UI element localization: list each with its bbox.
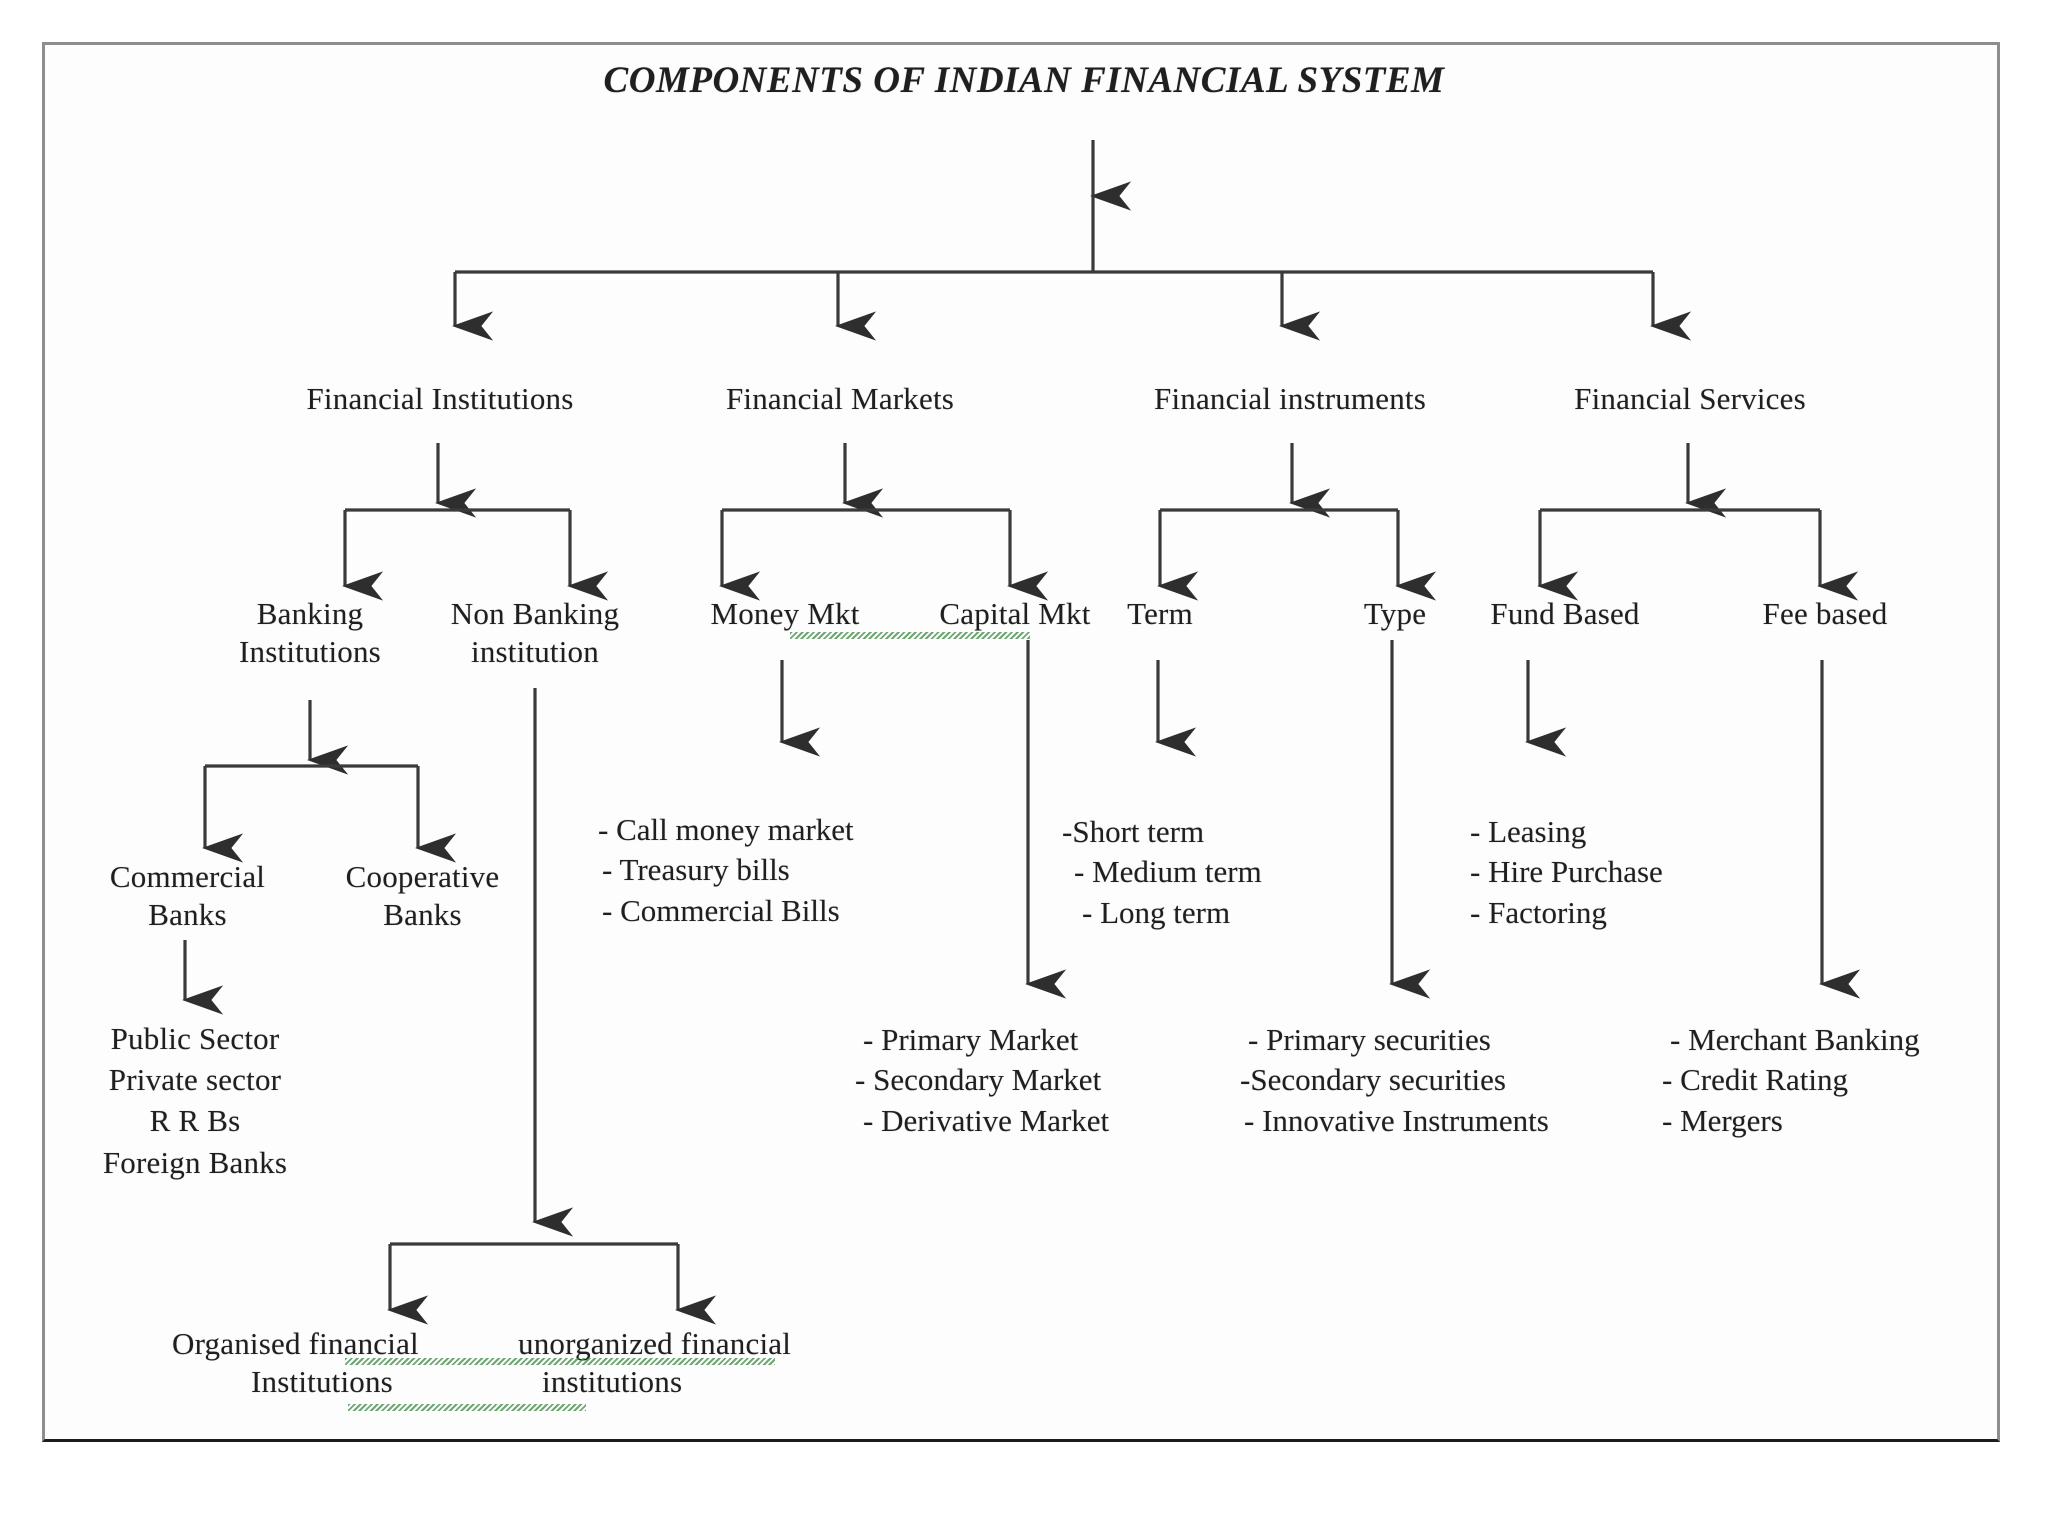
- node-fee-based-label: Fee based: [1762, 596, 1888, 631]
- node-capital-mkt-label: Capital Mkt: [939, 596, 1091, 631]
- list-item[interactable]: - Merchant Banking: [1670, 1022, 1920, 1057]
- list-item[interactable]: - Mergers: [1662, 1102, 1783, 1138]
- list-type-items: - Primary securities -Secondary securiti…: [1240, 1020, 1549, 1141]
- list-fund-based-items: - Leasing - Hire Purchase - Factoring: [1470, 812, 1663, 933]
- list-item[interactable]: - Leasing: [1470, 814, 1587, 849]
- spellcheck-underline-capital-mkt: [790, 632, 1030, 639]
- list-item[interactable]: Public Sector: [110, 1021, 280, 1056]
- list-term-items: -Short term - Medium term - Long term: [1062, 812, 1262, 933]
- node-commercial-banks-line2: Banks: [148, 896, 227, 932]
- node-cooperative-banks[interactable]: Cooperative Banks: [290, 858, 555, 934]
- list-item[interactable]: -Secondary securities: [1240, 1062, 1506, 1098]
- list-item[interactable]: - Credit Rating: [1662, 1062, 1848, 1098]
- node-unorganized-financial-institutions-line1: unorganized financial: [518, 1326, 792, 1361]
- node-fee-based[interactable]: Fee based: [1705, 595, 1945, 633]
- node-financial-instruments[interactable]: Financial instruments: [1095, 380, 1485, 418]
- node-non-banking-institution[interactable]: Non Banking institution: [400, 595, 670, 671]
- node-financial-institutions[interactable]: Financial Institutions: [255, 380, 625, 418]
- node-unorganized-financial-institutions[interactable]: unorganized financial institutions: [518, 1325, 918, 1401]
- node-financial-services-label: Financial Services: [1574, 381, 1806, 416]
- list-item[interactable]: - Call money market: [598, 812, 854, 847]
- node-financial-instruments-label: Financial instruments: [1154, 381, 1426, 416]
- node-type-label: Type: [1363, 596, 1427, 631]
- node-organised-financial-institutions[interactable]: Organised financial Institutions: [160, 1325, 632, 1401]
- spellcheck-underline-institutions: [348, 1404, 586, 1411]
- list-item[interactable]: - Medium term: [1074, 854, 1262, 890]
- list-item[interactable]: - Long term: [1082, 894, 1231, 930]
- list-item[interactable]: - Derivative Market: [863, 1102, 1110, 1138]
- node-financial-markets[interactable]: Financial Markets: [655, 380, 1025, 418]
- node-type[interactable]: Type: [1325, 595, 1465, 633]
- list-item[interactable]: - Commercial Bills: [602, 892, 840, 928]
- list-item[interactable]: - Innovative Instruments: [1244, 1102, 1549, 1138]
- list-item[interactable]: - Factoring: [1470, 894, 1607, 930]
- page-frame: [42, 42, 2000, 1442]
- list-capital-market-items: - Primary Market - Secondary Market - De…: [855, 1020, 1109, 1141]
- list-commercial-bank-types: Public Sector Private sector R R Bs Fore…: [35, 1018, 355, 1183]
- list-money-market-items: - Call money market - Treasury bills - C…: [598, 810, 854, 931]
- node-unorganized-financial-institutions-line2: institutions: [542, 1363, 683, 1399]
- node-banking-institutions[interactable]: Banking Institutions: [195, 595, 425, 671]
- spellcheck-underline-unorganized: [345, 1358, 775, 1365]
- node-commercial-banks[interactable]: Commercial Banks: [55, 858, 320, 934]
- node-capital-mkt[interactable]: Capital Mkt: [890, 595, 1140, 633]
- list-item[interactable]: - Hire Purchase: [1470, 854, 1663, 890]
- node-non-banking-institution-line1: Non Banking: [450, 596, 620, 631]
- node-money-mkt[interactable]: Money Mkt: [660, 595, 910, 633]
- node-fund-based-label: Fund Based: [1490, 596, 1640, 631]
- node-commercial-banks-line1: Commercial: [109, 859, 266, 894]
- node-organised-financial-institutions-line1: Organised financial: [172, 1326, 419, 1361]
- list-item[interactable]: R R Bs: [149, 1103, 241, 1139]
- diagram-title-text: COMPONENTS OF INDIAN FINANCIAL SYSTEM: [603, 60, 1445, 101]
- node-cooperative-banks-line1: Cooperative: [345, 859, 500, 894]
- diagram-title: COMPONENTS OF INDIAN FINANCIAL SYSTEM: [0, 58, 2048, 103]
- node-financial-institutions-label: Financial Institutions: [306, 381, 574, 416]
- node-banking-institutions-line1: Banking: [256, 596, 364, 631]
- node-money-mkt-label: Money Mkt: [710, 596, 860, 631]
- node-financial-services[interactable]: Financial Services: [1510, 380, 1870, 418]
- list-fee-based-items: - Merchant Banking - Credit Rating - Mer…: [1662, 1020, 1920, 1141]
- list-item[interactable]: Private sector: [108, 1062, 282, 1098]
- node-banking-institutions-line2: Institutions: [239, 633, 381, 669]
- node-non-banking-institution-line2: institution: [471, 633, 599, 669]
- list-item[interactable]: Foreign Banks: [102, 1144, 288, 1180]
- node-term-label: Term: [1127, 596, 1193, 631]
- list-item[interactable]: -Short term: [1062, 814, 1205, 849]
- node-fund-based[interactable]: Fund Based: [1440, 595, 1690, 633]
- node-term[interactable]: Term: [1090, 595, 1230, 633]
- list-item[interactable]: - Primary securities: [1248, 1022, 1491, 1057]
- list-item[interactable]: - Primary Market: [863, 1022, 1079, 1057]
- list-item[interactable]: - Treasury bills: [602, 852, 790, 888]
- node-cooperative-banks-line2: Banks: [383, 896, 462, 932]
- node-organised-financial-institutions-line2: Institutions: [251, 1363, 393, 1399]
- list-item[interactable]: - Secondary Market: [855, 1062, 1102, 1098]
- node-financial-markets-label: Financial Markets: [725, 381, 955, 416]
